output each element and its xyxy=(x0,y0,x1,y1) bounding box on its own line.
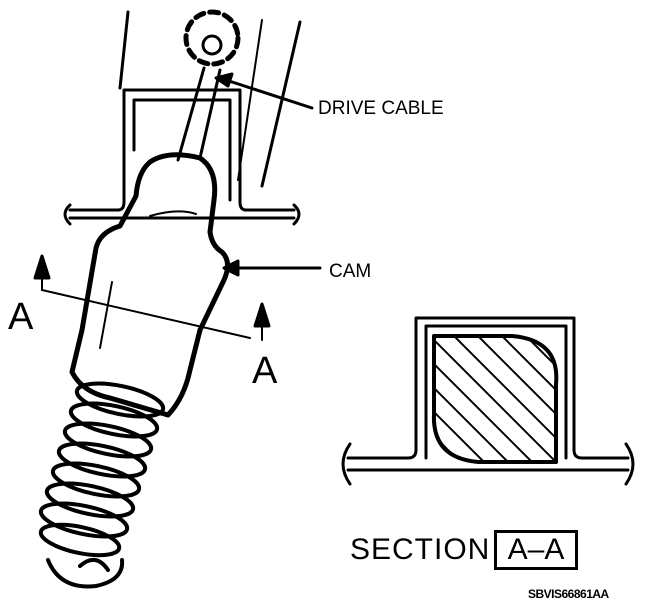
section-hatching xyxy=(433,336,557,462)
housing-line-inner xyxy=(237,19,263,181)
drive-cable-line-1 xyxy=(176,66,206,162)
spring-coil xyxy=(38,381,166,589)
section-channel-inner xyxy=(424,324,568,460)
section-title: SECTION xyxy=(350,533,491,566)
section-marker-left: A xyxy=(8,296,34,338)
cam-arrowhead xyxy=(222,259,240,277)
cam-label: CAM xyxy=(329,261,372,282)
cam-highlight xyxy=(149,210,197,217)
channel-break-left xyxy=(63,203,72,226)
drive-cable-end-dashed xyxy=(183,9,241,67)
figure-code: SBVIS66861AA xyxy=(528,587,609,601)
section-id: A–A xyxy=(507,533,565,566)
section-break-left xyxy=(341,442,352,486)
section-marker-right: A xyxy=(252,350,278,392)
section-cut-line xyxy=(41,289,251,339)
section-id-box: A–A xyxy=(494,530,578,570)
top-channel-inner xyxy=(132,98,232,202)
housing-line-left xyxy=(118,10,130,90)
top-channel xyxy=(68,88,296,212)
channel-break-right xyxy=(292,203,301,226)
drive-cable-arrowhead xyxy=(214,72,234,88)
housing-line-right xyxy=(260,20,302,188)
cam-outline xyxy=(69,152,230,418)
section-arrow-right-head xyxy=(253,302,271,328)
section-channel-outer xyxy=(346,316,630,460)
section-break-right xyxy=(624,442,635,486)
drive-cable-line-2 xyxy=(198,68,222,160)
cam-highlight-2 xyxy=(99,281,113,349)
section-arrow-left-head xyxy=(33,254,51,280)
drive-cable-end-inner xyxy=(201,34,223,56)
drive-cable-leader xyxy=(224,78,314,110)
drive-cable-label: DRIVE CABLE xyxy=(318,98,444,119)
